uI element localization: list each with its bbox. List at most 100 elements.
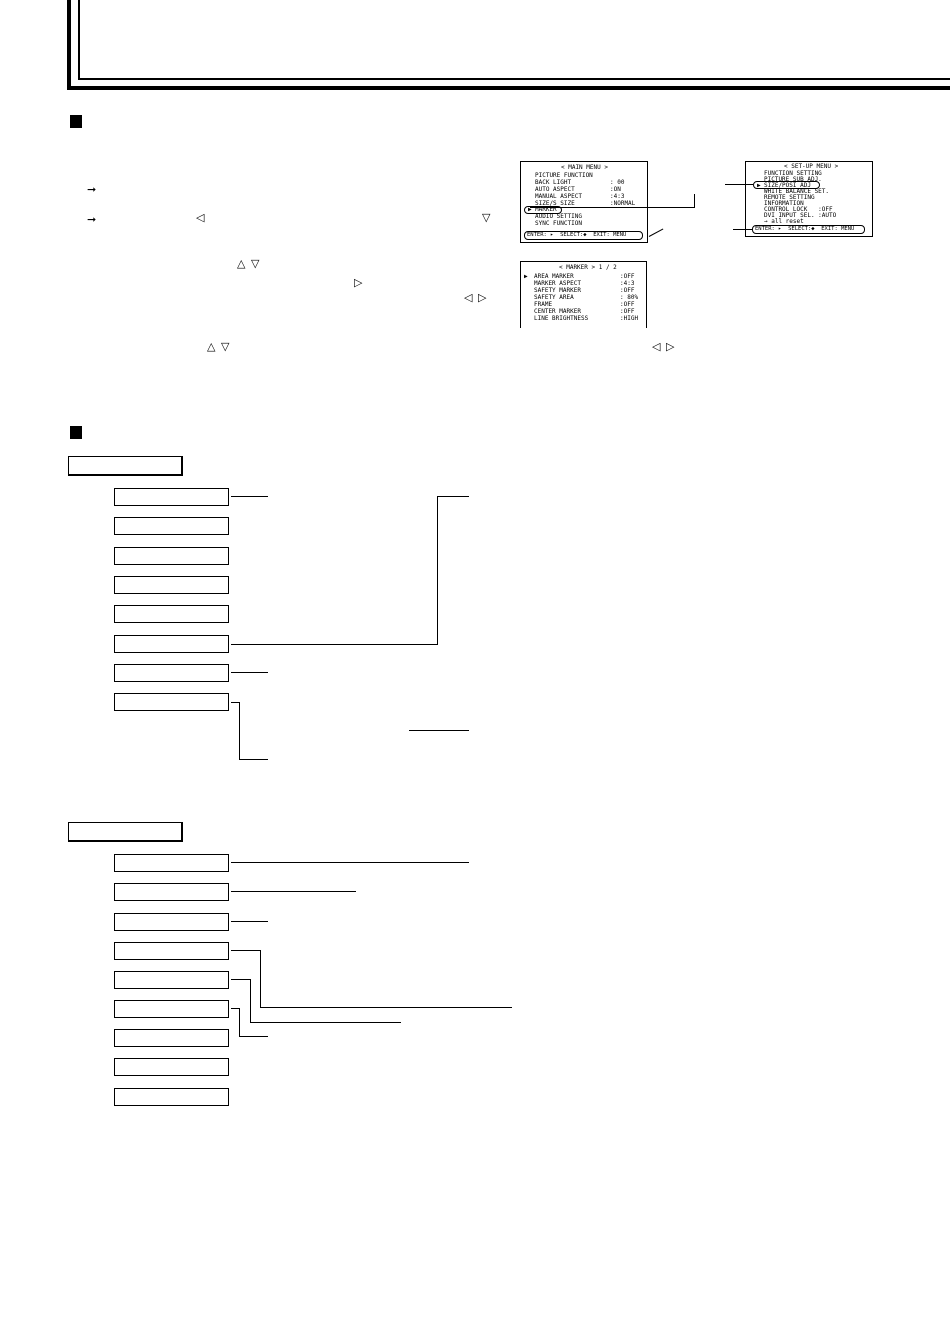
triangle-down-icon: ▽ — [221, 340, 230, 353]
connector-line — [231, 979, 251, 980]
menu-item-label: LINE BRIGHTNESS — [534, 315, 589, 322]
menu-item-label: AUTO ASPECT — [535, 186, 575, 193]
connector-line — [231, 1008, 240, 1009]
menu-node-box — [114, 883, 229, 901]
menu-item-value: : 80% — [620, 294, 639, 301]
title-frame-inner — [78, 0, 950, 80]
menu-item-label: BACK LIGHT — [535, 179, 572, 186]
menu-item-label: FRAME — [534, 301, 553, 308]
title-frame-outer — [67, 0, 950, 90]
menu-item-label: SIZE/POSI ADJ — [764, 182, 811, 189]
menu-item-label: FUNCTION SETTING — [764, 170, 822, 177]
menu-item-label: CENTER MARKER — [534, 308, 581, 315]
menu-item-value: :ON — [610, 186, 621, 193]
menu-node-box — [114, 605, 229, 623]
connector-line — [231, 891, 356, 892]
menu-node-box — [114, 1029, 229, 1047]
connector-line — [231, 921, 268, 922]
arrow-bullet-icon: ➞ — [87, 183, 97, 196]
connector-line — [231, 496, 268, 497]
triangle-down-icon: ▽ — [482, 211, 491, 224]
cursor-icon: ▶ — [528, 206, 532, 213]
menu-item-label: SAFETY MARKER — [534, 287, 581, 294]
menu-node-box — [114, 693, 229, 711]
menu-item-value: :OFF — [620, 308, 635, 315]
marker-menu-title: < MARKER > 1 / 2 — [559, 264, 617, 271]
connector-line — [239, 1036, 268, 1037]
selected-item-outline — [524, 206, 562, 214]
menu-node-box — [114, 1088, 229, 1106]
menu-node-box — [114, 1058, 229, 1076]
menu-item-label: PICTURE SUB ADJ. — [764, 176, 822, 183]
menu-node-box — [114, 942, 229, 960]
connector-line — [239, 1008, 240, 1037]
triangle-right-icon: ▷ — [478, 291, 487, 304]
menu-item-value: :NORMAL — [610, 200, 636, 207]
menu-item-value: :HIGH — [620, 315, 639, 322]
menu-item-value: : 00 — [610, 179, 625, 186]
menu-node-box — [114, 913, 229, 931]
triangle-left-icon: ◁ — [464, 291, 473, 304]
menu-node-box — [114, 488, 229, 506]
menu-item-label: → all reset — [764, 218, 804, 225]
connector-line — [250, 979, 251, 1023]
connector-line — [260, 950, 261, 1008]
main-menu-screen: < MAIN MENU > PICTURE FUNCTION BACK LIGH… — [520, 161, 648, 243]
menu-item-label: SIZE/S SIZE — [535, 200, 575, 207]
menu-node-box — [114, 517, 229, 535]
triangle-up-icon: △ — [207, 340, 216, 353]
menu-node-box — [114, 971, 229, 989]
marker-screen: < MARKER > 1 / 2 ▶ AREA MARKER :OFF MARK… — [520, 261, 647, 328]
section-bullet-square — [70, 426, 82, 439]
menu-node-box — [114, 547, 229, 565]
leader-line — [648, 228, 664, 237]
triangle-down-icon: ▽ — [251, 257, 260, 270]
connector-line — [239, 759, 268, 760]
triangle-left-icon: ◁ — [652, 340, 661, 353]
main-menu-title: < MAIN MENU > — [561, 164, 608, 171]
leader-line — [725, 184, 753, 185]
leader-line — [694, 194, 695, 208]
menu-item-label: CONTROL LOCK :OFF — [764, 206, 833, 213]
section-bullet-square — [70, 115, 82, 128]
cursor-icon: ▶ — [757, 182, 761, 189]
menu-footer: ENTER: ▸ SELECT:◆ EXIT: MENU — [752, 225, 865, 234]
menu-item-label: AUDIO SETTING — [535, 213, 582, 220]
menu-node-box — [114, 664, 229, 682]
menu-node-box — [114, 576, 229, 594]
triangle-right-icon: ▷ — [666, 340, 675, 353]
connector-line — [231, 950, 261, 951]
menu-node-box — [114, 854, 229, 872]
triangle-right-icon: ▷ — [354, 276, 363, 289]
menu-item-value: :OFF — [620, 273, 635, 280]
menu-item-label: SYNC FUNCTION — [535, 220, 582, 227]
menu-footer: ENTER: ▸ SELECT:◆ EXIT: MENU — [524, 231, 643, 240]
menu-root-box — [68, 456, 183, 476]
triangle-up-icon: △ — [237, 257, 246, 270]
menu-item-label: AREA MARKER — [534, 273, 574, 280]
connector-line — [409, 730, 469, 731]
menu-item-value: :4:3 — [620, 280, 635, 287]
setup-menu-title: < SET-UP MENU > — [784, 163, 839, 170]
triangle-left-icon: ◁ — [196, 211, 205, 224]
connector-line — [437, 496, 469, 497]
connector-line — [231, 644, 438, 645]
connector-line — [250, 1022, 401, 1023]
menu-item-label: PICTURE FUNCTION — [535, 172, 593, 179]
menu-item-label: MARKER ASPECT — [534, 280, 581, 287]
menu-item-label: SAFETY AREA — [534, 294, 574, 301]
menu-node-box — [114, 635, 229, 653]
menu-item-label: MARKER — [535, 206, 557, 213]
connector-line — [231, 672, 268, 673]
menu-item-label: WHITE BALANCE SET. — [764, 188, 830, 195]
menu-item-value: :4:3 — [610, 193, 625, 200]
leader-line — [530, 207, 695, 208]
connector-line — [260, 1007, 512, 1008]
menu-item-label: REMOTE SETTING — [764, 194, 815, 201]
setup-menu-screen: < SET-UP MENU > FUNCTION SETTING PICTURE… — [745, 161, 873, 237]
arrow-bullet-icon: ➞ — [87, 213, 97, 226]
connector-line — [437, 496, 438, 645]
menu-item-value: :OFF — [620, 301, 635, 308]
menu-item-label: DVI INPUT SEL. :AUTO — [764, 212, 837, 219]
connector-line — [231, 862, 469, 863]
